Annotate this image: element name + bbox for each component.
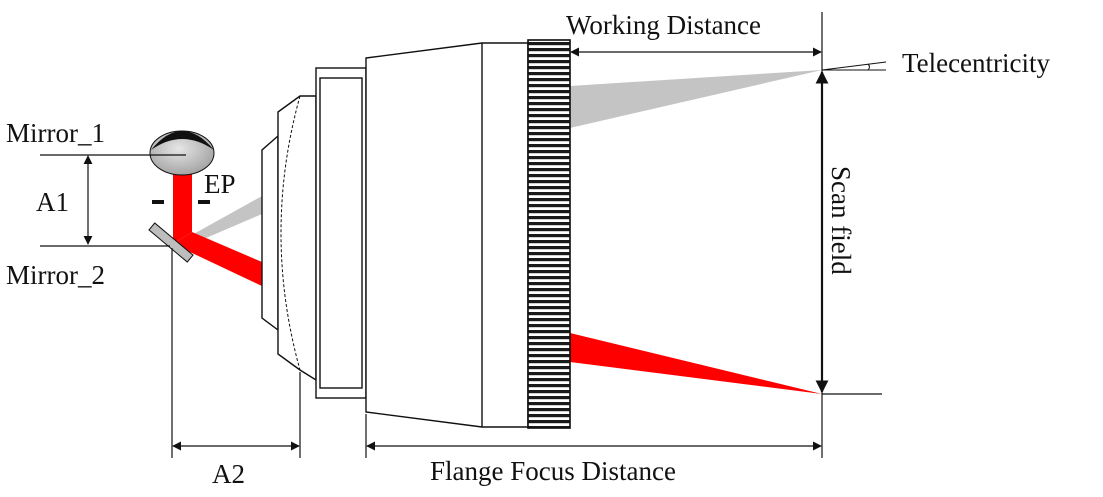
ep-label: EP — [204, 169, 236, 199]
flange-focus-distance-label: Flange Focus Distance — [430, 456, 676, 486]
lens-front-element — [261, 134, 279, 332]
mirror-1-label: Mirror_1 — [6, 118, 105, 148]
scan-lens — [261, 39, 571, 429]
lens-barrel — [365, 42, 529, 428]
lens-ring-inner — [319, 77, 363, 389]
lens-surface-curve — [280, 95, 301, 371]
lens-ring-outer — [315, 67, 367, 399]
red-beam-output — [570, 333, 822, 394]
red-beam-to-lens — [173, 232, 262, 286]
red-beam-vertical — [173, 160, 192, 244]
a1-label: A1 — [36, 187, 69, 217]
lens-front-housing — [277, 95, 317, 382]
lens-knurled-ring — [527, 39, 571, 429]
mirror-2-label: Mirror_2 — [6, 260, 105, 290]
a2-label: A2 — [212, 459, 245, 489]
dimension-a1 — [40, 154, 186, 247]
telecentricity-angle — [821, 61, 887, 71]
dimension-flange-focus-distance — [365, 414, 822, 458]
working-distance-label: Working Distance — [566, 10, 761, 40]
grey-beam-input — [190, 196, 262, 244]
mirror-1-shape — [149, 130, 215, 176]
scan-field-label: Scan field — [826, 166, 856, 275]
grey-beam-output — [570, 70, 822, 128]
telecentricity-label: Telecentricity — [902, 48, 1051, 78]
dimension-a2 — [171, 248, 301, 458]
